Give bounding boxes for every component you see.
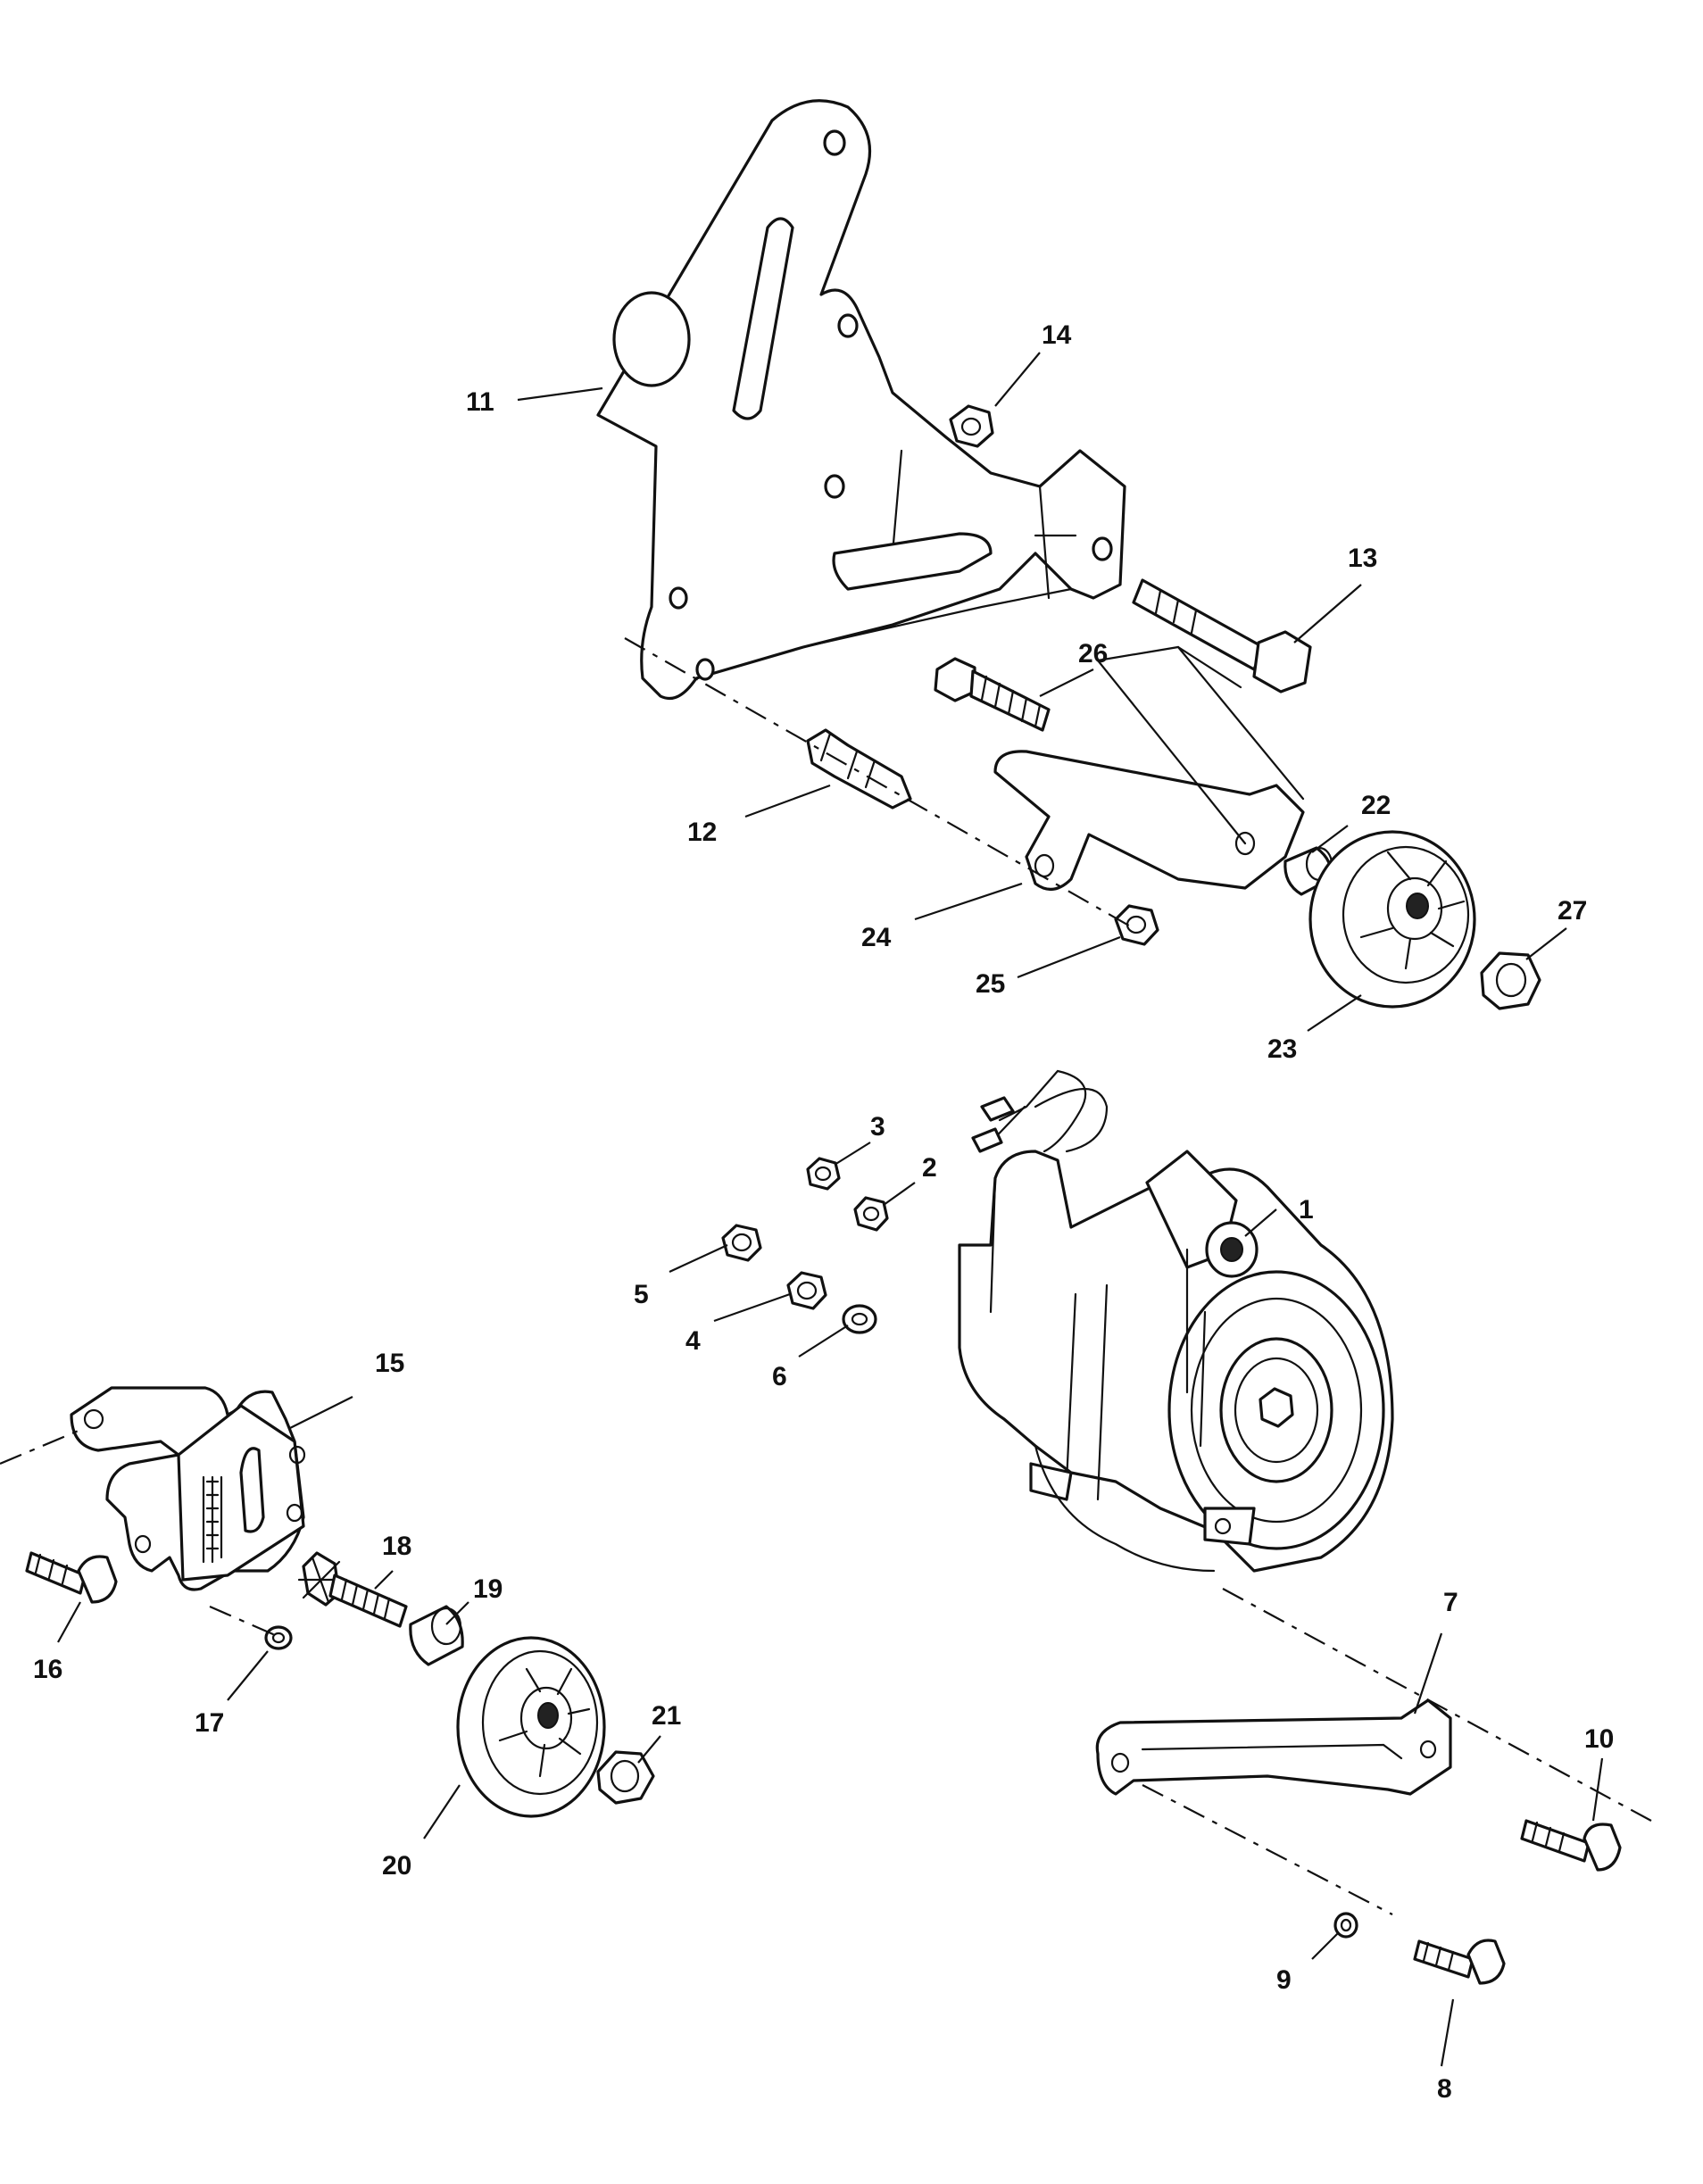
nut-part-4 — [786, 1271, 827, 1310]
washer-part-9 — [1333, 1912, 1358, 1939]
callout-26: 26 — [1078, 639, 1108, 668]
callout-14: 14 — [1042, 320, 1072, 350]
callout-25: 25 — [976, 969, 1005, 999]
callout-6: 6 — [772, 1362, 787, 1391]
callout-7: 7 — [1443, 1588, 1458, 1617]
alignment-line-left — [0, 1426, 86, 1466]
mounting-bracket-part-15 — [70, 1386, 306, 1591]
alignment-line-left-lower — [209, 1605, 282, 1640]
nut-part-5 — [721, 1224, 762, 1262]
callout-5: 5 — [634, 1280, 649, 1309]
callout-22: 22 — [1361, 791, 1391, 820]
bolt-part-16 — [25, 1551, 118, 1604]
callout-16: 16 — [33, 1655, 62, 1684]
callout-9: 9 — [1276, 1965, 1292, 1995]
callout-4: 4 — [685, 1326, 701, 1356]
callout-23: 23 — [1267, 1034, 1297, 1064]
adjusting-bolt-part-18 — [297, 1551, 408, 1628]
bolt-part-13 — [1132, 578, 1312, 693]
callout-2: 2 — [922, 1153, 937, 1183]
stud-part-12 — [806, 728, 912, 810]
nut-part-25 — [1114, 904, 1159, 946]
alternator-part-1 — [958, 1069, 1394, 1573]
callout-19: 19 — [473, 1574, 503, 1604]
alignment-line-upper — [624, 637, 1134, 929]
nut-part-14 — [949, 404, 994, 448]
callout-11: 11 — [466, 387, 494, 417]
alignment-line-brace — [1222, 1588, 1652, 1822]
mounting-bracket-part-11 — [596, 99, 1126, 701]
bolt-part-10 — [1520, 1819, 1622, 1872]
brace-part-7 — [1095, 1698, 1452, 1796]
callout-21: 21 — [652, 1701, 681, 1731]
callout-8: 8 — [1437, 2074, 1452, 2104]
bolt-part-26 — [934, 657, 1051, 732]
flange-nut-part-27 — [1480, 951, 1541, 1010]
callout-labels: 11 14 13 26 12 22 27 24 25 23 3 2 1 5 4 … — [33, 320, 1614, 2104]
nut-part-3 — [806, 1157, 841, 1191]
bolt-part-8 — [1413, 1939, 1506, 1985]
callout-3: 3 — [870, 1112, 885, 1142]
callout-1: 1 — [1299, 1195, 1314, 1225]
callout-13: 13 — [1348, 544, 1377, 573]
flange-nut-part-21 — [596, 1750, 655, 1805]
idler-arm-part-24 — [993, 645, 1305, 891]
pulley-part-23 — [1308, 830, 1476, 1009]
callout-24: 24 — [861, 923, 892, 952]
callout-27: 27 — [1558, 896, 1587, 926]
washer-part-6 — [842, 1304, 877, 1334]
callout-15: 15 — [375, 1349, 404, 1378]
callout-12: 12 — [687, 818, 717, 847]
callout-20: 20 — [382, 1851, 411, 1881]
callout-10: 10 — [1584, 1724, 1614, 1754]
pulley-part-20 — [456, 1636, 606, 1818]
alignment-line-brace-lower — [1142, 1784, 1393, 1915]
washer-part-17 — [264, 1625, 293, 1650]
callout-leaders — [57, 352, 1604, 2067]
callout-17: 17 — [195, 1708, 224, 1738]
nut-part-2 — [853, 1196, 889, 1232]
callout-18: 18 — [382, 1532, 411, 1561]
